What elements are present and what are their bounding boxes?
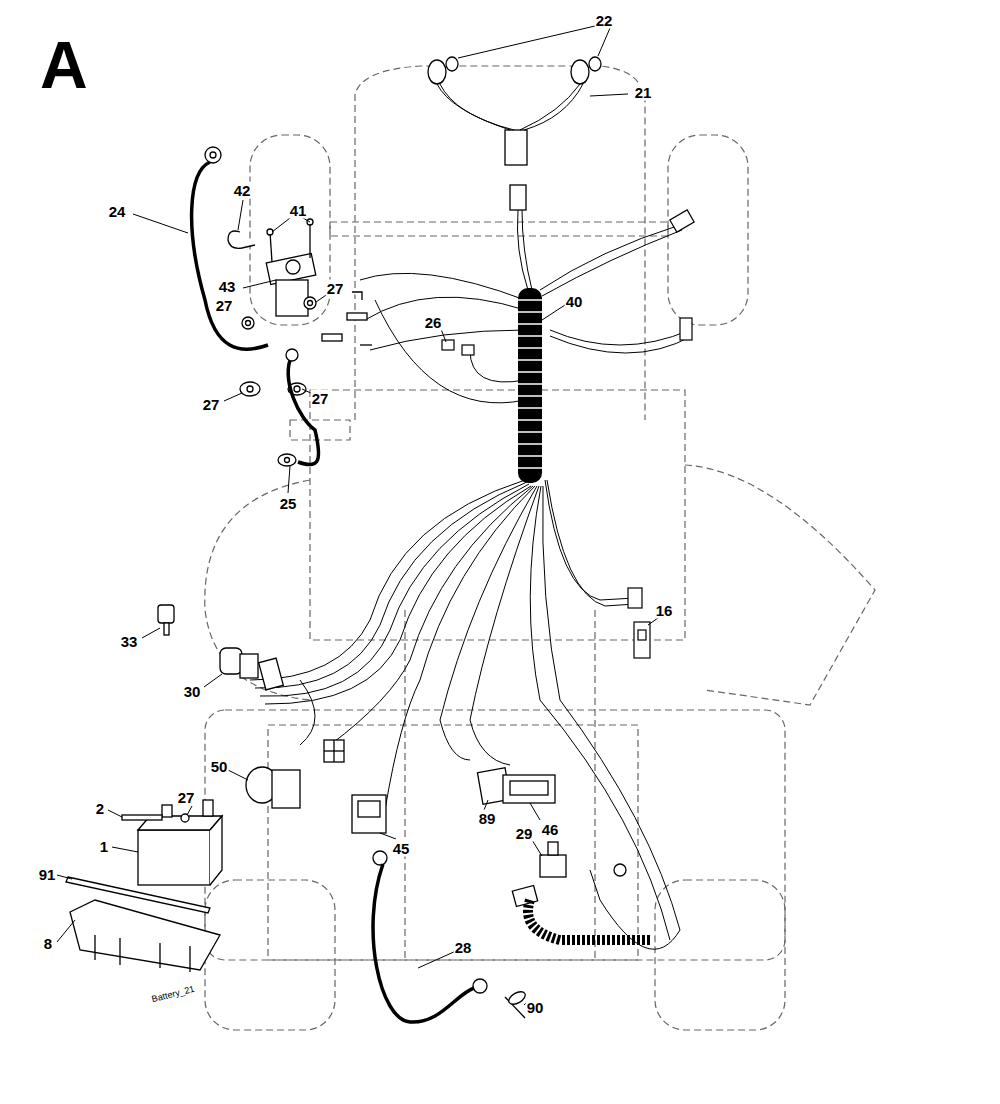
callout-number: 8 <box>43 935 53 952</box>
callout-number: 42 <box>233 182 252 199</box>
callout-number: 27 <box>177 789 196 806</box>
callout-number: 25 <box>279 495 298 512</box>
section-letter: A <box>40 28 88 102</box>
callout-number: 24 <box>108 203 127 220</box>
callout-number: 89 <box>478 810 497 827</box>
callout-number: 90 <box>526 999 545 1016</box>
callout-number: 41 <box>289 202 308 219</box>
callout-number: 43 <box>218 278 237 295</box>
callout-number: 27 <box>215 297 234 314</box>
callout-number: 30 <box>183 683 202 700</box>
callout-number: 50 <box>210 758 229 775</box>
callout-number: 27 <box>326 280 345 297</box>
callout-number: 26 <box>424 314 443 331</box>
callout-number: 2 <box>95 800 105 817</box>
callout-number: 28 <box>454 939 473 956</box>
part-note: Battery_21 <box>150 984 197 1005</box>
callout-number: 27 <box>311 390 330 407</box>
callout-number: 33 <box>120 633 139 650</box>
callout-number: 27 <box>202 396 221 413</box>
callout-number: 1 <box>99 838 109 855</box>
callout-number: 21 <box>634 84 653 101</box>
callout-number: 16 <box>655 602 674 619</box>
callout-number: 46 <box>541 821 560 838</box>
callout-number: 29 <box>515 825 534 842</box>
callout-number: 40 <box>565 293 584 310</box>
callout-number: 22 <box>595 12 614 29</box>
callout-number: 45 <box>392 840 411 857</box>
callout-number: 91 <box>38 866 57 883</box>
